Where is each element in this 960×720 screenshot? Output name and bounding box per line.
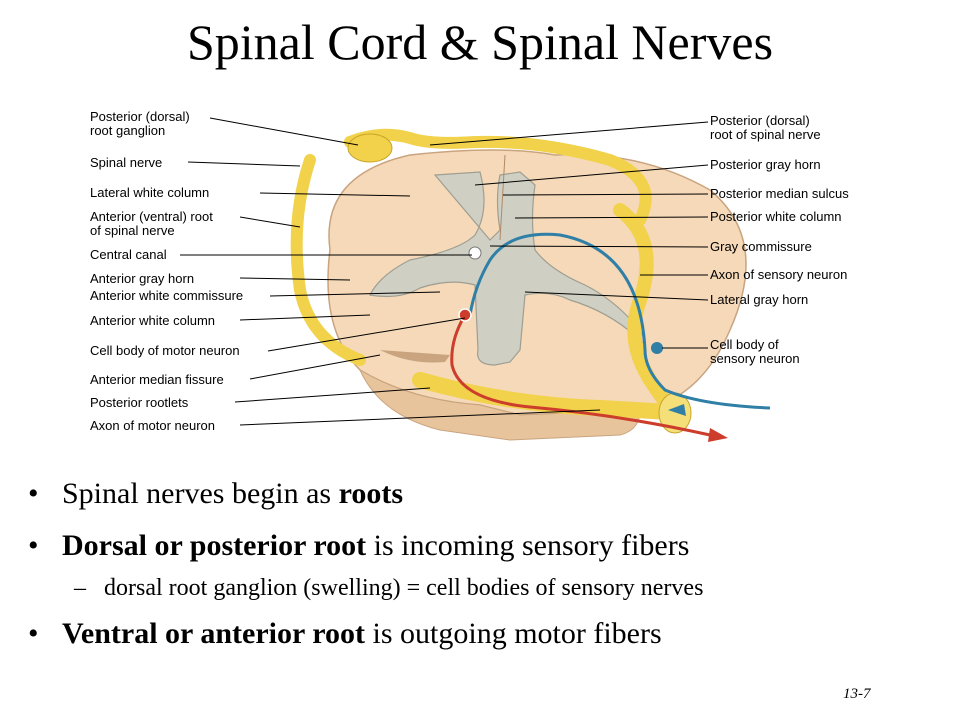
spinal-cord-illustration (180, 117, 771, 442)
cut-face (358, 368, 641, 441)
posterior-median-sulcus (499, 154, 506, 241)
motor-arrow (708, 428, 728, 442)
label-posterior-gray-horn: Posterior gray horn (710, 157, 821, 172)
sub-bullet-marker: – (74, 575, 86, 601)
combined-nerve (412, 372, 678, 420)
anterior-median-fissure (380, 350, 450, 363)
label-posterior-median-sulcus: Posterior median sulcus (710, 186, 849, 201)
bullet-marker: • (28, 477, 39, 510)
label-anterior-white-commissure: Anterior white commissure (90, 288, 244, 303)
motor-axon (450, 314, 711, 437)
bullet-marker: • (28, 617, 39, 650)
bullet-marker: • (28, 529, 39, 562)
label-lateral-white-column: Lateral white column (90, 185, 210, 200)
label-posterior-white-column: Posterior white column (710, 209, 842, 224)
sub-bullet-ganglion: – dorsal root ganglion (swelling) = cell… (74, 575, 704, 601)
bullet-dorsal-root: • Dorsal or posterior root is incoming s… (28, 529, 690, 562)
label-posterior-root: Posterior (dorsal) root of spinal nerve (710, 113, 821, 142)
slide-title: Spinal Cord & Spinal Nerves (186, 14, 774, 70)
label-central-canal: Central canal (90, 247, 167, 262)
leader-lines-right (429, 121, 709, 349)
label-sensory-axon: Axon of sensory neuron (710, 267, 848, 282)
leader-lines-left (180, 117, 601, 426)
sensory-axon (468, 232, 771, 410)
central-canal (468, 246, 482, 260)
label-anterior-root: Anterior (ventral) root of spinal nerve (90, 209, 213, 238)
dorsal-root (344, 128, 652, 226)
left-spinal-nerve (290, 154, 366, 366)
dorsal-root-ganglion (347, 133, 393, 163)
label-anterior-median-fissure: Anterior median fissure (90, 372, 224, 387)
gray-matter (369, 171, 646, 366)
bullet-list: • Spinal nerves begin as roots • Dorsal … (28, 476, 928, 668)
label-motor-axon: Axon of motor neuron (90, 418, 216, 433)
label-sensory-cell-body: Cell body of sensory neuron (710, 337, 800, 366)
label-posterior-root-ganglion: Posterior (dorsal) root ganglion (90, 109, 190, 138)
label-spinal-nerve: Spinal nerve (90, 155, 163, 170)
sensory-arrow (668, 404, 686, 416)
spinal-cord-diagram: Posterior (dorsal) root ganglion Spinal … (80, 100, 880, 460)
label-lateral-gray-horn: Lateral gray horn (710, 292, 809, 307)
label-anterior-white-column: Anterior white column (90, 313, 215, 328)
page-number: 13-7 (843, 686, 871, 702)
bullet-ventral-root: • Ventral or anterior root is outgoing m… (28, 617, 662, 650)
bullet-roots: • Spinal nerves begin as roots (28, 477, 404, 510)
label-motor-cell-body: Cell body of motor neuron (90, 343, 240, 358)
sensory-cell-body (651, 342, 663, 354)
label-posterior-rootlets: Posterior rootlets (90, 395, 189, 410)
label-gray-commissure: Gray commissure (710, 239, 812, 254)
label-anterior-gray-horn: Anterior gray horn (90, 271, 195, 286)
